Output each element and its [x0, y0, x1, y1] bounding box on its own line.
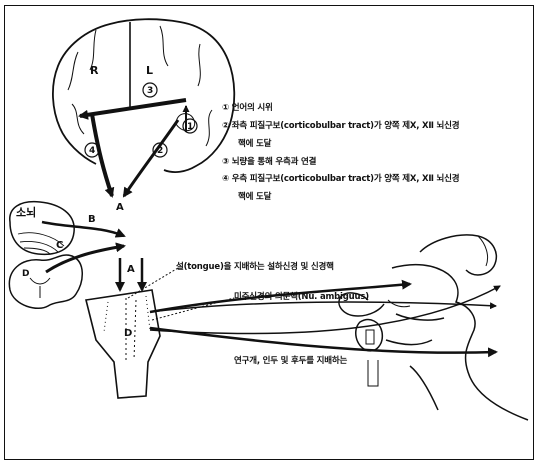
number-circles [85, 83, 197, 157]
cerebrum-drawing [53, 19, 234, 172]
arrow-b [42, 222, 124, 236]
legend-item-2-cont: 핵에 도달 [238, 137, 271, 149]
label-point-a-top: A [116, 202, 124, 213]
legend-item-2: ② 좌측 피질구보(corticobulbar tract)가 양쪽 제Ⅹ, Ⅻ… [222, 119, 459, 131]
arrow-2-left-tract [124, 120, 178, 196]
brainstem-drawing [86, 290, 160, 398]
arrow-to-pharynx [150, 328, 496, 353]
label-hemisphere-right: R [90, 64, 99, 77]
legend-item-1: ① 언어의 시위 [222, 101, 273, 113]
label-arrow-1: 1 [187, 122, 193, 132]
label-hemisphere-left: L [146, 64, 153, 77]
label-point-d-stem: D [124, 328, 132, 339]
label-point-b: B [88, 214, 96, 225]
head-profile-drawing [339, 235, 528, 420]
legend-item-4-cont: 핵에 도달 [238, 190, 271, 202]
arrow-3-callosal [80, 100, 186, 116]
spinal-section-drawing [9, 255, 82, 308]
legend-item-4: ④ 우측 피질구보(corticobulbar tract)가 양쪽 제Ⅹ, Ⅻ… [222, 172, 459, 184]
label-cerebellum: 소뇌 [16, 205, 36, 219]
leader-lines [128, 268, 234, 320]
label-arrow-4: 4 [89, 146, 95, 156]
annotation-larynx: 연구개, 인두 및 후두를 지배하는 [234, 354, 347, 366]
label-point-c: C [56, 240, 63, 251]
label-point-a-lower: A [127, 264, 135, 275]
annotation-tongue: 설(tongue)을 지배하는 설하신경 및 신경핵 [176, 260, 334, 272]
label-arrow-3: 3 [147, 86, 153, 96]
label-arrow-2: 2 [157, 146, 163, 156]
legend-item-3: ③ 뇌량을 통해 우측과 연결 [222, 155, 316, 167]
label-point-d-left: D [22, 269, 29, 279]
annotation-ambiguus: 미주신경의 의문핵(Nu. ambiguus) [234, 290, 369, 302]
